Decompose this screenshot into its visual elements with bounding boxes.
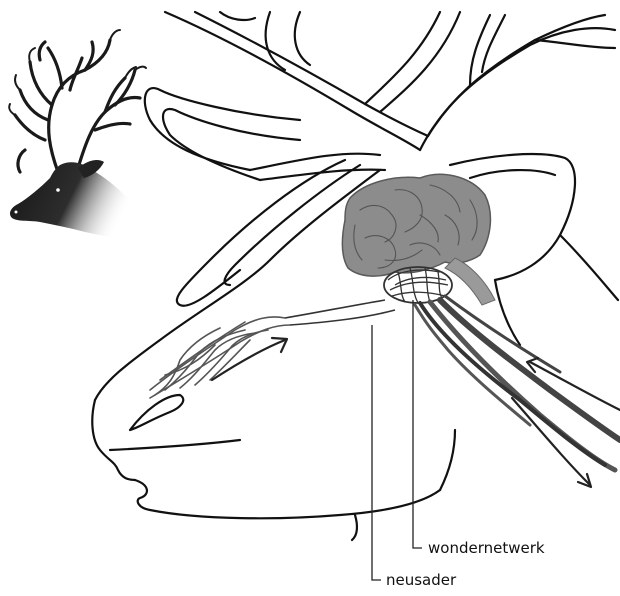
- nerve-tube: [445, 258, 495, 305]
- arrow-nose: [212, 340, 285, 380]
- nasal-vessel-network: [150, 317, 290, 398]
- nasal-vein-line: [285, 300, 395, 325]
- brain: [342, 174, 490, 276]
- label-wondernetwerk: wondernetwerk: [428, 539, 545, 557]
- leader-vein: [372, 325, 381, 580]
- leader-network: [413, 300, 422, 548]
- leader-lines: [372, 300, 422, 580]
- label-neusader: neusader: [386, 571, 457, 589]
- neck-vessels: [415, 296, 620, 470]
- flow-arrows: [212, 338, 620, 487]
- reindeer-silhouette-icon: [9, 30, 146, 240]
